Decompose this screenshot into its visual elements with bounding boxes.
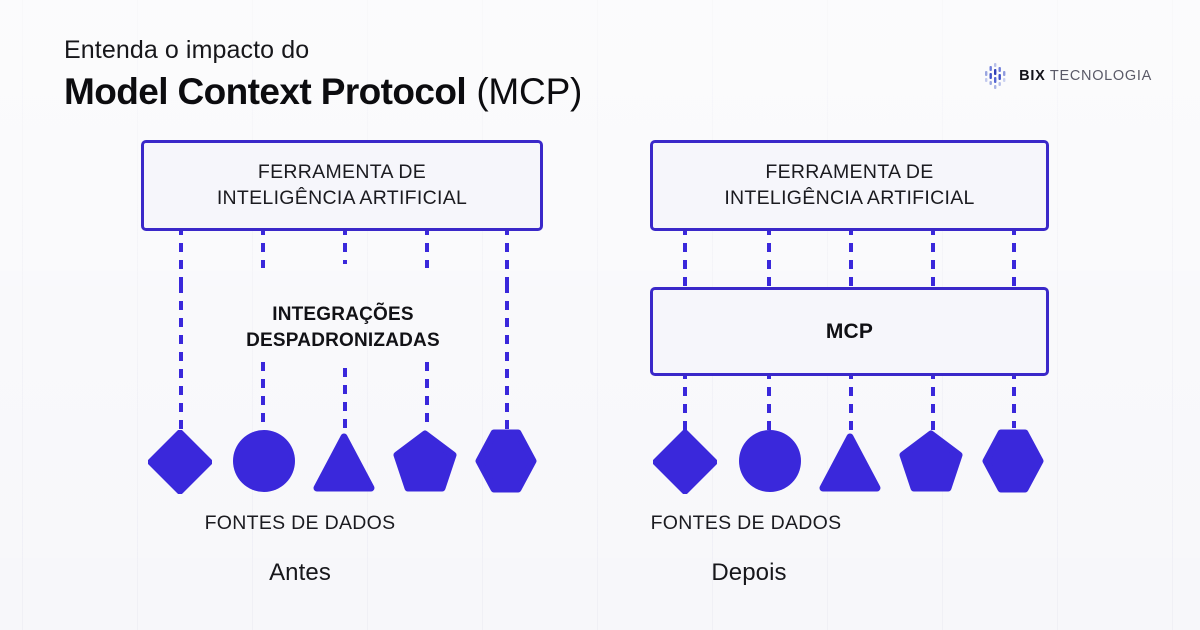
ai-tool-box-antes: FERRAMENTA DE INTELIGÊNCIA ARTIFICIAL bbox=[141, 140, 543, 231]
middle-label-antes-line2: DESPADRONIZADAS bbox=[246, 329, 440, 351]
data-source-shape-pentagon-antes bbox=[393, 430, 457, 492]
connector-depois-2 bbox=[767, 226, 771, 286]
connector-antes-lower-1 bbox=[179, 284, 183, 432]
sources-label-depois: FONTES DE DADOS bbox=[650, 512, 842, 534]
connector-depois-lower-1 bbox=[683, 370, 687, 432]
middle-label-antes: INTEGRAÇÕES DESPADRONIZADAS bbox=[198, 302, 488, 354]
connector-antes-5 bbox=[505, 226, 509, 284]
header-kicker: Entenda o impacto do bbox=[64, 36, 310, 64]
data-source-shape-pentagon-depois bbox=[899, 430, 963, 492]
data-source-shape-hexagon-depois bbox=[982, 429, 1044, 493]
connector-antes-lower-5 bbox=[505, 284, 509, 432]
connector-antes-lower-2 bbox=[261, 362, 265, 430]
brand-name: BIX bbox=[1019, 68, 1046, 84]
connector-depois-4 bbox=[931, 226, 935, 286]
connector-antes-1 bbox=[179, 226, 183, 284]
mcp-box-label: MCP bbox=[825, 319, 874, 343]
ai-tool-box-antes-label: FERRAMENTA DE INTELIGÊNCIA ARTIFICIAL bbox=[217, 160, 467, 211]
ai-tool-box-depois-line1: FERRAMENTA DE bbox=[765, 160, 934, 183]
ai-tool-box-depois: FERRAMENTA DE INTELIGÊNCIA ARTIFICIAL bbox=[650, 140, 1049, 231]
data-source-shape-circle-antes bbox=[233, 430, 295, 492]
ai-tool-box-antes-line2: INTELIGÊNCIA ARTIFICIAL bbox=[216, 186, 468, 209]
connector-antes-2 bbox=[261, 226, 265, 268]
header: Entenda o impacto do Model Context Proto… bbox=[64, 36, 582, 113]
connector-depois-3 bbox=[849, 226, 853, 286]
connector-depois-lower-4 bbox=[931, 370, 935, 430]
ai-tool-box-depois-label: FERRAMENTA DE INTELIGÊNCIA ARTIFICIAL bbox=[724, 160, 974, 211]
data-source-shape-hexagon-antes bbox=[475, 429, 537, 493]
panel-depois: FERRAMENTA DE INTELIGÊNCIA ARTIFICIAL MC… bbox=[600, 0, 1200, 630]
connector-depois-5 bbox=[1012, 226, 1016, 286]
data-source-shape-circle-depois bbox=[739, 430, 801, 492]
page-title-strong: Model Context Protocol bbox=[64, 70, 467, 112]
middle-label-antes-line1: INTEGRAÇÕES bbox=[272, 304, 414, 325]
panel-caption-depois: Depois bbox=[711, 559, 787, 586]
page-title-light: (MCP) bbox=[476, 70, 583, 112]
connector-depois-lower-5 bbox=[1012, 370, 1016, 428]
brand-logo: BIX TECNOLOGIA bbox=[984, 62, 1152, 90]
bix-dots-icon bbox=[985, 63, 1006, 89]
page-title: Model Context Protocol (MCP) bbox=[64, 70, 582, 114]
ai-tool-box-depois-line2: INTELIGÊNCIA ARTIFICIAL bbox=[724, 186, 975, 209]
data-source-shape-triangle-antes bbox=[313, 433, 375, 492]
mcp-box: MCP bbox=[650, 287, 1049, 376]
connector-antes-lower-3 bbox=[343, 368, 347, 434]
panel-caption-antes: Antes bbox=[269, 559, 331, 586]
connector-depois-lower-2 bbox=[767, 370, 771, 430]
data-source-shape-diamond-depois bbox=[653, 430, 717, 494]
brand-logo-text: BIX TECNOLOGIA bbox=[1019, 68, 1152, 84]
connector-depois-lower-3 bbox=[849, 370, 853, 434]
sources-label-antes: FONTES DE DADOS bbox=[204, 512, 396, 534]
data-source-shape-diamond-antes bbox=[148, 430, 212, 494]
data-source-shape-triangle-depois bbox=[819, 433, 881, 492]
panel-antes: FERRAMENTA DE INTELIGÊNCIA ARTIFICIAL IN… bbox=[141, 140, 543, 586]
connector-antes-lower-4 bbox=[425, 362, 429, 430]
brand-suffix: TECNOLOGIA bbox=[1049, 68, 1152, 84]
connector-antes-4 bbox=[425, 226, 429, 268]
ai-tool-box-antes-line1: FERRAMENTA DE bbox=[257, 160, 427, 183]
connector-antes-3 bbox=[343, 226, 347, 264]
connector-depois-1 bbox=[683, 226, 687, 286]
